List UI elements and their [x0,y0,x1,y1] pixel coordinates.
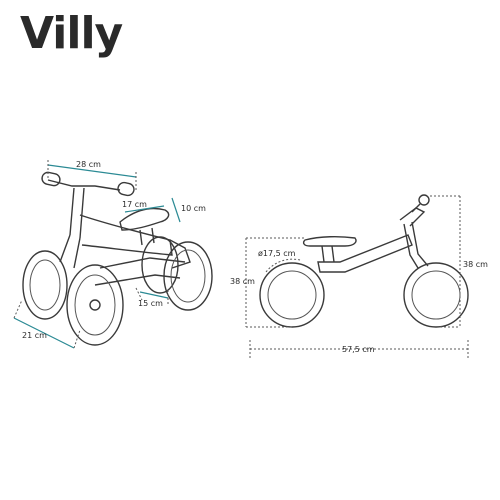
wheel-gap-label: 15 cm [138,299,163,308]
length-label: 57,5 cm [342,345,375,354]
dimension-seat-height-38: 38 cm [230,237,306,328]
bike-perspective-view [22,171,213,346]
seat-height-label-left: 10 cm [181,204,206,213]
seat-height-label-right: 38 cm [230,277,255,286]
handle-height-label: 38 cm [463,260,488,269]
brand-title: Villy [20,8,123,59]
dimension-depth-21: 21 cm [13,299,81,349]
dimension-width-28: 28 cm [47,160,137,190]
dimension-length-57-5: 57,5 cm [249,340,469,358]
depth-label: 21 cm [22,331,47,340]
bike-side-view [259,194,469,328]
dimension-seat-height-10: 10 cm [171,197,206,223]
dimension-wheel-gap-15: 15 cm [135,287,169,308]
dimension-handle-height-38: 38 cm [430,195,488,328]
width-label: 28 cm [76,160,101,169]
dimension-seat-length-17: 17 cm [122,200,165,213]
dimension-wheel-diameter: ø17,5 cm [258,249,301,273]
wheel-diameter-label: ø17,5 cm [258,249,296,258]
seat-length-label: 17 cm [122,200,147,209]
